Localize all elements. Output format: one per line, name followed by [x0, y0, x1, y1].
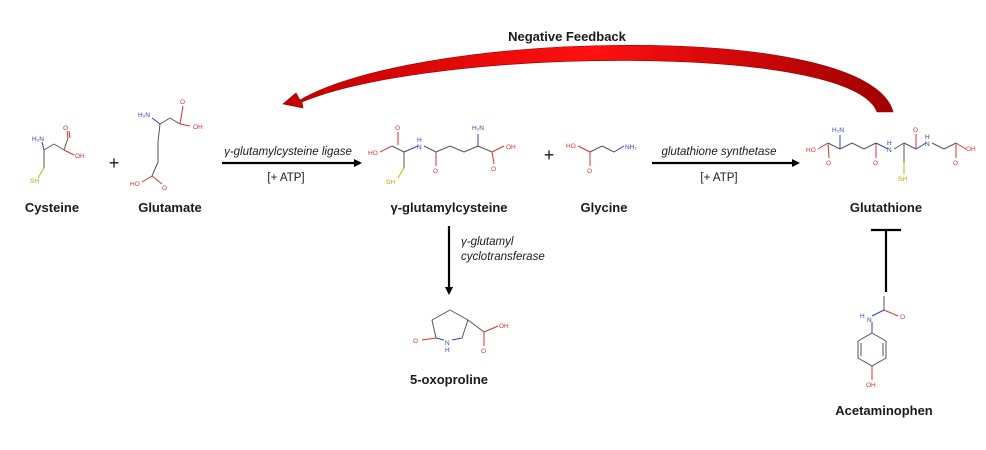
cyclotransferase-enzyme-label-1: γ-glutamyl — [461, 236, 514, 248]
svg-text:H₂N: H₂N — [32, 136, 44, 143]
svg-text:OH: OH — [966, 146, 976, 153]
svg-text:HO: HO — [566, 143, 576, 150]
glutathione-structure: HO O H₂N O N H O N H O OH SH — [806, 127, 976, 183]
svg-text:OH: OH — [506, 144, 516, 151]
svg-text:N: N — [445, 340, 450, 347]
svg-text:O: O — [433, 168, 438, 175]
svg-text:O: O — [481, 348, 486, 355]
svg-text:OH: OH — [75, 153, 85, 160]
svg-text:O: O — [180, 99, 185, 106]
svg-text:H₂N: H₂N — [138, 112, 150, 119]
svg-text:O: O — [953, 160, 958, 167]
acetaminophen-structure: O H N OH — [857, 296, 905, 389]
svg-text:N: N — [417, 144, 422, 151]
svg-text:H: H — [417, 137, 422, 144]
svg-text:H₂N: H₂N — [832, 127, 844, 134]
svg-text:H₂N: H₂N — [472, 125, 484, 132]
cyclotransferase-enzyme-label-2: cyclotransferase — [461, 251, 545, 263]
oxoproline-label: 5-oxoproline — [410, 372, 488, 387]
svg-text:O: O — [900, 314, 905, 321]
svg-text:O: O — [826, 160, 831, 167]
svg-text:HO: HO — [806, 147, 816, 154]
svg-text:OH: OH — [866, 382, 876, 389]
svg-text:HO: HO — [368, 150, 378, 157]
svg-text:SH: SH — [386, 179, 395, 186]
oxoproline-structure: O N H O OH — [413, 309, 509, 355]
svg-text:H: H — [445, 347, 450, 354]
svg-text:O: O — [413, 338, 418, 345]
svg-text:SH: SH — [30, 178, 39, 185]
gamma-glutamylcysteine-structure: HO O N H O H₂N OH O SH — [368, 125, 516, 186]
svg-text:O: O — [395, 125, 400, 132]
svg-text:O: O — [913, 127, 918, 134]
svg-text:O: O — [63, 125, 68, 132]
glutamate-structure: H₂N O OH HO O — [130, 99, 203, 192]
glutathione-label: Glutathione — [850, 200, 922, 215]
svg-text:O: O — [491, 166, 496, 173]
ligase-enzyme-label: γ-glutamylcysteine ligase — [224, 146, 352, 158]
svg-text:NH₂: NH₂ — [625, 144, 637, 151]
svg-text:H: H — [860, 313, 865, 320]
synthetase-atp-label: [+ ATP] — [700, 172, 737, 184]
inhibition-bar — [871, 228, 901, 292]
negative-feedback-arrow — [282, 45, 894, 113]
plus-sign-2: + — [544, 145, 555, 165]
svg-text:OH: OH — [193, 124, 203, 131]
cysteine-label: Cysteine — [25, 200, 79, 215]
plus-sign-1: + — [109, 153, 120, 173]
ligase-atp-label: [+ ATP] — [267, 172, 304, 184]
svg-text:O: O — [587, 168, 592, 175]
svg-text:N: N — [925, 141, 930, 148]
svg-text:N: N — [887, 147, 892, 154]
synthetase-enzyme-label: glutathione synthetase — [661, 146, 776, 158]
svg-text:HO: HO — [130, 181, 140, 188]
glutamate-label: Glutamate — [138, 200, 202, 215]
svg-text:H: H — [887, 140, 892, 147]
svg-text:H: H — [925, 134, 930, 141]
svg-text:N: N — [867, 317, 872, 324]
negative-feedback-label: Negative Feedback — [508, 29, 627, 44]
svg-text:O: O — [873, 160, 878, 167]
svg-text:SH: SH — [898, 176, 907, 183]
cysteine-structure: H₂N O OH SH — [30, 125, 85, 185]
gamma-glutamylcysteine-label: γ-glutamylcysteine — [390, 200, 507, 215]
glycine-structure: HO O NH₂ — [566, 143, 637, 175]
acetaminophen-label: Acetaminophen — [835, 403, 933, 418]
svg-text:OH: OH — [499, 323, 509, 330]
glycine-label: Glycine — [581, 200, 628, 215]
svg-text:O: O — [162, 185, 167, 192]
